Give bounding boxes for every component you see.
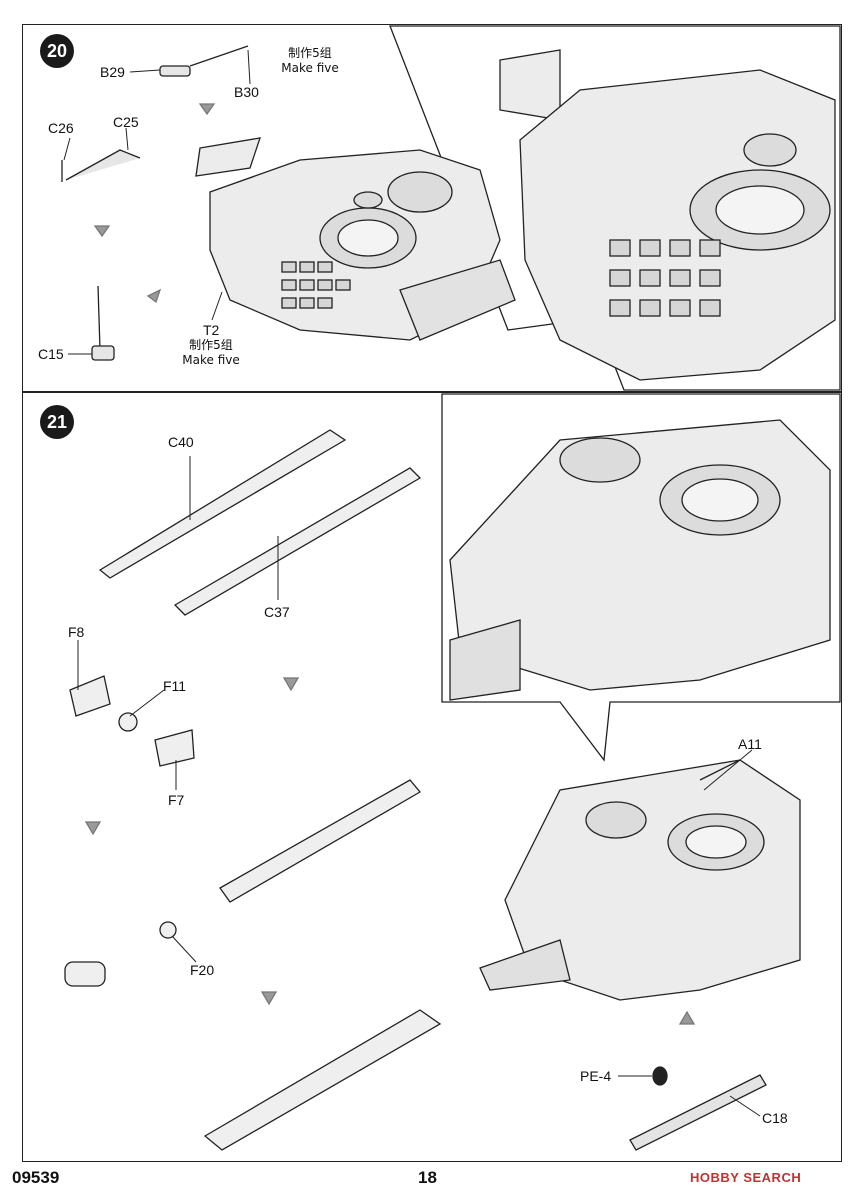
label-b29: B29 [100, 64, 125, 80]
step-20-arrows [93, 103, 216, 304]
part-a11-shape [699, 759, 741, 781]
note-t2-zh: 制作5组 [189, 338, 233, 352]
document-code: 09539 [12, 1168, 60, 1187]
part-b30-shape [189, 45, 249, 67]
step-21-mg-parts [629, 759, 767, 1151]
label-a11: A11 [738, 736, 762, 752]
label-t2: T2 [203, 322, 220, 338]
label-c37: C37 [264, 604, 290, 620]
leader-lines [63, 49, 761, 1117]
part-f20-shape [159, 921, 177, 939]
step-21-closeup-illustration [449, 419, 831, 701]
part-f8-shape [69, 675, 111, 717]
part-f7-shape [154, 729, 195, 767]
page-number: 18 [418, 1168, 437, 1187]
part-c37-shape [173, 467, 422, 616]
label-f8: F8 [68, 624, 85, 640]
step-21-barrel-parts [64, 429, 442, 1151]
note-t2: 制作5组 Make five [176, 338, 246, 368]
step-21-number: 21 [40, 405, 74, 439]
watermark: HOBBY SEARCH [690, 1170, 802, 1185]
barrel-long-shape [219, 779, 421, 903]
label-f11: F11 [163, 678, 187, 694]
part-pe4-shape [652, 1066, 668, 1086]
step-20-closeup-illustration [499, 49, 836, 381]
note-b30: 制作5组 Make five [275, 46, 345, 76]
label-c26: C26 [48, 120, 74, 136]
note-b30-zh: 制作5组 [288, 46, 332, 60]
label-c15: C15 [38, 346, 64, 362]
label-c40: C40 [168, 434, 194, 450]
label-pe4: PE-4 [580, 1068, 612, 1084]
note-t2-en: Make five [182, 353, 240, 367]
label-f7: F7 [168, 792, 185, 808]
step-20-parts [61, 45, 249, 361]
label-c18: C18 [762, 1110, 788, 1126]
step-20-panel [22, 24, 842, 392]
barrel-final-shape [203, 1009, 442, 1151]
label-b30: B30 [234, 84, 259, 100]
part-c25-shape [65, 149, 141, 181]
note-b30-en: Make five [281, 61, 339, 75]
part-c40-shape [98, 429, 347, 579]
step-21-arrows [84, 677, 696, 1025]
part-b29-shape [159, 65, 191, 77]
label-c25: C25 [113, 114, 139, 130]
part-f11-shape [118, 712, 138, 732]
part-c15-shape [97, 285, 101, 351]
step-21-panel [22, 392, 842, 1162]
step-20-turret-illustration [195, 137, 516, 341]
label-f20: F20 [190, 962, 215, 978]
step-20-number: 20 [40, 34, 74, 68]
step-21-turret-illustration [479, 759, 801, 1001]
part-c18-shape [629, 1074, 767, 1151]
